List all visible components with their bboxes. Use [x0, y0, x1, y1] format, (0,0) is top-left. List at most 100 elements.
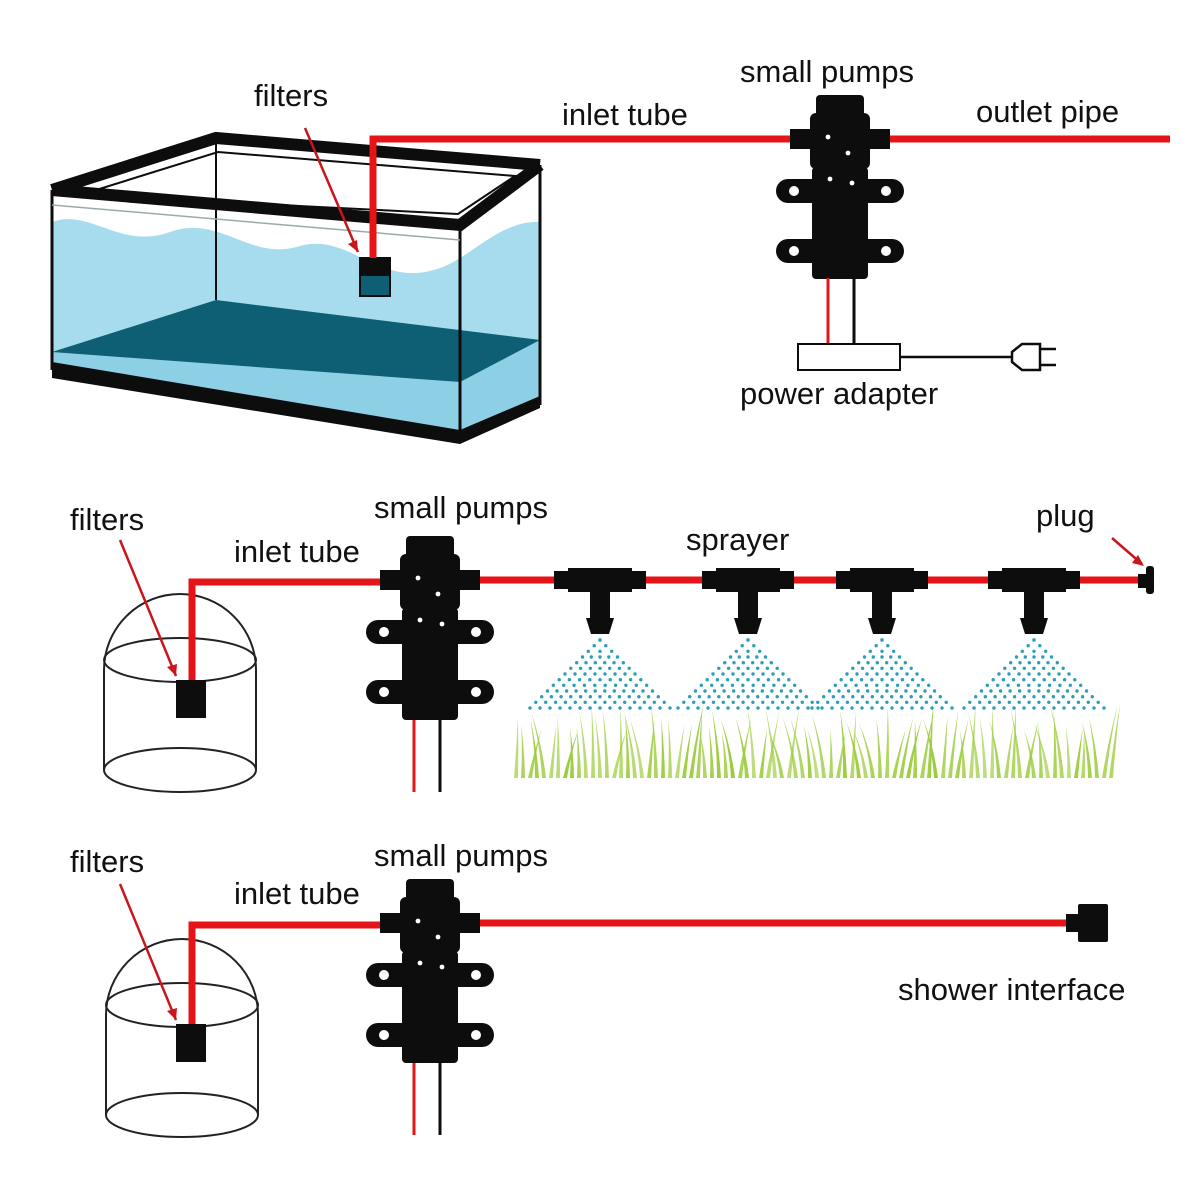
spray-droplet: [880, 706, 884, 710]
spray-droplet: [1051, 666, 1056, 670]
spray-droplet: [1080, 695, 1085, 699]
power-adapter-icon: [797, 343, 901, 371]
spray-droplet: [1044, 649, 1048, 653]
spray-droplet: [1065, 689, 1070, 693]
spray-droplet: [1026, 644, 1030, 648]
spray-droplet: [1009, 661, 1013, 665]
spray-droplet: [592, 644, 596, 648]
spray-droplet: [1032, 678, 1036, 682]
spray-droplet: [871, 655, 875, 659]
spray-droplet: [997, 672, 1001, 676]
grass-blade: [738, 718, 752, 778]
grass-blade: [846, 721, 861, 778]
grass-blade: [1050, 704, 1064, 778]
spray-droplet: [826, 700, 830, 704]
spray-droplet: [1071, 695, 1075, 699]
spray-droplet: [598, 666, 602, 670]
spray-droplet: [1051, 695, 1056, 699]
spray-droplet: [593, 661, 597, 665]
grass-blade: [806, 727, 819, 778]
grass-blade: [1109, 703, 1121, 778]
spray-droplet: [968, 700, 972, 704]
spray-droplet: [770, 689, 774, 693]
spray-droplet: [564, 689, 569, 693]
spray-droplet: [776, 706, 780, 710]
spray-droplet: [632, 700, 637, 704]
spray-droplet: [938, 695, 942, 699]
spray-droplet: [610, 649, 614, 653]
shower-interface-label: shower interface: [898, 972, 1125, 1007]
spray-droplet: [875, 700, 879, 704]
spray-droplet: [553, 700, 558, 704]
spray-droplet: [722, 689, 726, 693]
grass-blade: [563, 730, 579, 778]
spray-droplet: [905, 672, 909, 676]
grass-blade: [1102, 705, 1118, 778]
grass-blade: [811, 713, 826, 778]
spray-droplet: [1090, 695, 1095, 699]
filters-pointer: [118, 883, 178, 1021]
spray-droplet: [919, 695, 923, 699]
spray-droplet: [1084, 689, 1089, 693]
spray-droplet: [1057, 672, 1061, 676]
diagram-1: filters inlet tube small pumps outlet pi…: [50, 54, 1170, 444]
spray-droplet: [1073, 678, 1077, 682]
spray-droplet: [972, 706, 976, 710]
spray-droplet: [889, 655, 893, 659]
spray-droplet: [854, 683, 858, 687]
spray-droplet: [987, 700, 992, 704]
shower-interface-icon: [1066, 904, 1108, 942]
spray-droplet: [726, 666, 731, 670]
spray-droplet: [890, 706, 894, 710]
sprayer-nozzle-icon: [836, 568, 928, 634]
spray-droplet: [598, 638, 602, 642]
spray-droplet: [914, 700, 919, 704]
spray-droplet: [751, 661, 755, 665]
grass-blade: [853, 729, 868, 778]
spray-droplet: [1027, 683, 1031, 687]
spray-droplet: [991, 678, 995, 682]
spray-droplet: [756, 695, 760, 699]
spray-droplet: [855, 700, 859, 704]
grass-blade: [913, 719, 917, 778]
spray-droplet: [682, 700, 686, 704]
spray-droplet: [892, 649, 896, 653]
spray-droplet: [1020, 649, 1024, 653]
spray-droplet: [575, 661, 579, 665]
spray-droplet: [810, 706, 814, 710]
spray-droplet: [776, 678, 781, 682]
spray-droplet: [1037, 672, 1041, 676]
spray-droplet: [766, 706, 770, 710]
spray-droplet: [598, 649, 602, 653]
spray-droplet: [618, 678, 623, 682]
spray-droplet: [1062, 678, 1067, 682]
spray-droplet: [992, 706, 996, 710]
spray-droplet: [740, 644, 744, 648]
spray-droplet: [1061, 666, 1065, 670]
spray-droplet: [915, 672, 919, 676]
spray-droplet: [885, 683, 889, 687]
spray-droplet: [880, 638, 884, 642]
spray-droplet: [787, 678, 791, 682]
wall-plug-icon: [1010, 342, 1056, 372]
grass-blade: [920, 708, 935, 778]
spray-droplet: [1007, 672, 1011, 676]
spray-droplet: [562, 683, 566, 687]
spray-droplet: [780, 700, 785, 704]
spray-droplet: [608, 678, 612, 682]
spray-droplet: [1041, 655, 1045, 659]
grass-blade: [765, 707, 777, 778]
spray-droplet: [676, 706, 680, 710]
grass-blade: [1074, 728, 1083, 778]
pump-icon: [366, 536, 494, 720]
grass-blade: [923, 718, 938, 778]
spray-droplet: [1022, 706, 1026, 710]
spray-droplet: [864, 683, 869, 687]
spray-droplet: [598, 706, 602, 710]
spray-droplet: [652, 700, 656, 704]
spray-droplet: [993, 695, 997, 699]
spray-droplet: [1002, 706, 1006, 710]
spray-droplet: [573, 672, 577, 676]
grass-blade: [767, 729, 784, 778]
